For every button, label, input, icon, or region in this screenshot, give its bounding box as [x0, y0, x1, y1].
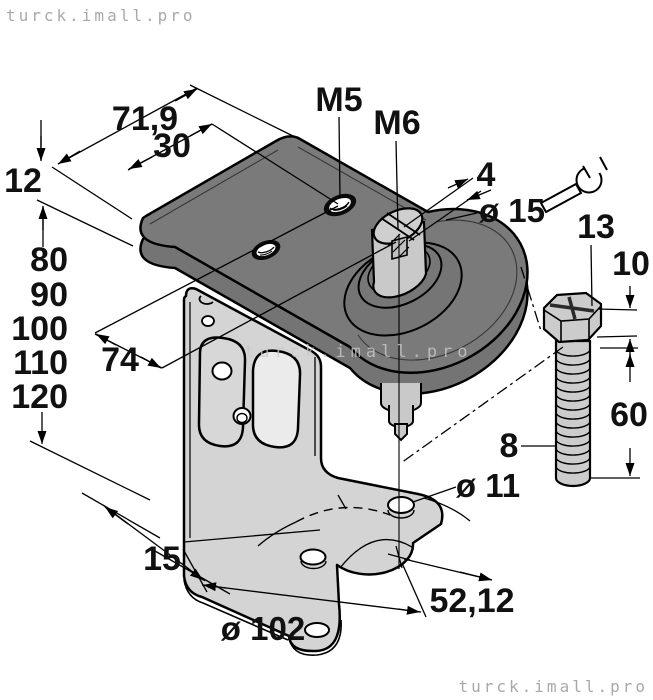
dim-hole-offset: 52,12	[429, 582, 514, 620]
bracket-slot	[251, 349, 302, 449]
bolt-circle-arc-right	[423, 497, 471, 522]
foot-hole-right	[387, 496, 415, 514]
dim-slot-depth: 4	[477, 156, 496, 194]
dim-hole-spacing: 30	[153, 127, 191, 165]
bracket-pilot-hole	[201, 315, 215, 327]
foot-hole-left	[299, 548, 327, 566]
flange-hole	[211, 361, 233, 381]
flange-hole-ring	[236, 412, 248, 424]
foot-hole-right-depth	[387, 509, 415, 519]
dim-foot-edge: 15	[143, 540, 181, 578]
dim-height-100: 100	[11, 310, 68, 348]
m5-hole-front	[251, 239, 281, 261]
wrench-icon	[539, 156, 608, 214]
foot-thickness-edge	[183, 579, 289, 641]
screw-threads	[555, 347, 591, 474]
mounting-screw	[542, 291, 603, 488]
bolt-circle-hidden-arc	[295, 506, 391, 523]
dim-height-90: 90	[30, 276, 68, 314]
dim-plate-length: 71,9	[112, 100, 178, 138]
dim-rod-diameter: 8	[500, 427, 519, 465]
screw-slot-2	[567, 296, 577, 320]
construction-lines	[257, 234, 564, 569]
dimension-labels: 71,9 30 12 80 90 100 110 120 74 M5 M6 4 …	[4, 81, 650, 647]
dim-height-120: 120	[11, 378, 68, 416]
dimension-lines	[29, 84, 640, 618]
dim-bracket-width: 74	[101, 341, 139, 379]
dim-thread-length: 60	[610, 396, 648, 434]
watermark-bottom-right: turck.imall.pro	[459, 677, 649, 696]
bracket-top-notch	[198, 295, 214, 305]
dim-plate-thickness: 12	[4, 162, 42, 200]
bracket-body	[182, 287, 444, 653]
sensor-flange	[197, 336, 247, 448]
cutout-thickness-edge	[339, 539, 413, 569]
dim-boss-diameter: ø 15	[479, 192, 545, 229]
dim-height-80: 80	[30, 241, 68, 279]
bolt-circle-arc-left	[257, 521, 297, 547]
bracket-fold-line	[183, 529, 321, 543]
label-thread-m6: M6	[373, 104, 420, 142]
dim-hole-diameter: ø 11	[456, 467, 520, 504]
dim-wrench-size: 13	[577, 208, 615, 246]
foot-hole-left-depth	[300, 560, 327, 570]
dim-head-height: 10	[612, 245, 650, 283]
dim-bolt-circle: ø 102	[221, 610, 305, 647]
screw-shaft	[554, 339, 592, 488]
connector	[380, 383, 422, 442]
plate-chamfer-edge	[149, 149, 279, 225]
dim-height-110: 110	[13, 344, 68, 382]
foot-lobe-thickness	[288, 619, 342, 656]
watermark-top-left: turck.imall.pro	[6, 6, 196, 25]
label-thread-m5: M5	[315, 81, 362, 119]
flange-hole-lower	[232, 407, 252, 425]
l-bracket	[182, 287, 444, 656]
plate-chamfer-arc	[357, 219, 518, 361]
foot-hole-bottom	[304, 622, 330, 638]
watermarks: turck.imall.pro turck.imall.pro turck.im…	[6, 6, 649, 696]
watermark-center: turck.imall.pro	[244, 342, 473, 362]
